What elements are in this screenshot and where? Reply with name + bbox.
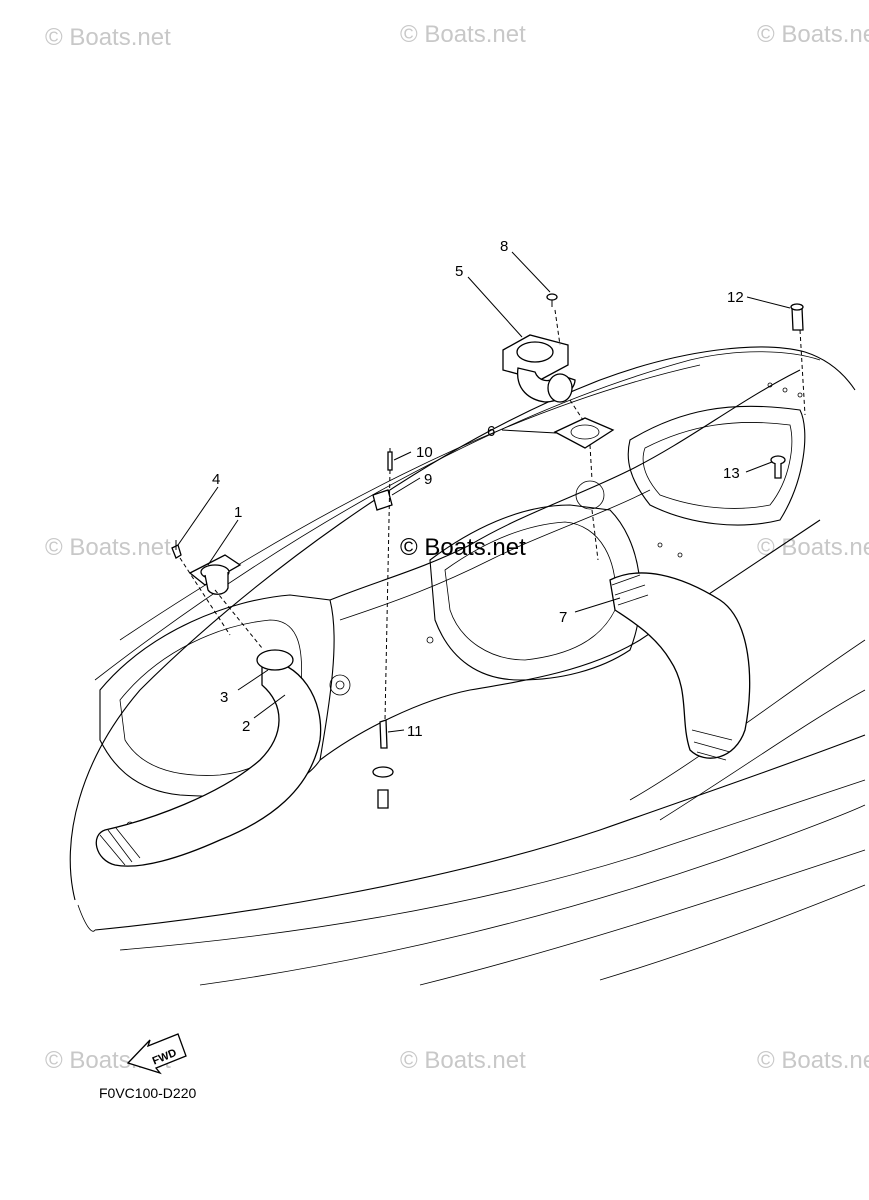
callout-6: 6 [487,423,495,440]
watermarks: © Boats.net © Boats.net © Boats.net © Bo… [45,21,869,1074]
callout-12: 12 [727,289,744,306]
callout-11: 11 [407,723,423,740]
part-6-gasket [553,417,615,449]
hull [69,346,866,986]
callout-13: 13 [723,465,740,482]
part-1-flange [188,554,242,595]
assembly-lines [179,309,806,721]
part-7-duct [609,572,751,761]
part-4-rivet [171,540,182,559]
part-5-elbow [502,334,576,403]
callout-3: 3 [220,689,228,706]
callout-10: 10 [416,444,433,461]
part-10-pin [387,448,393,471]
part-8-screw [546,293,558,307]
deck-frame [99,369,821,839]
watermark-bottom-center: © Boats.net [400,1047,526,1074]
watermark-top-right: © Boats.net [757,21,869,48]
callout-8: 8 [500,238,508,255]
part-13-clip [770,455,786,479]
callouts: 8 5 12 6 10 9 4 1 3 2 7 11 13 [212,238,744,740]
watermark-bottom-right: © Boats.net [757,1047,869,1074]
callout-5: 5 [455,263,463,280]
watermark-mid-left: © Boats.net [45,534,171,561]
watermark-mid-right: © Boats.net [757,534,869,561]
callout-9: 9 [424,471,432,488]
part-11-valve [372,719,394,809]
callout-7: 7 [559,609,567,626]
part-12-bolt [790,303,804,331]
callout-4: 4 [212,471,220,488]
drawing-code: F0VC100-D220 [99,1085,197,1101]
leader-lines [177,251,791,733]
callout-2: 2 [242,718,250,735]
part-2-pipe [95,649,322,867]
watermark-top-center: © Boats.net [400,21,526,48]
part-9-block [372,489,393,511]
watermark-top-left: © Boats.net [45,24,171,51]
fwd-arrow-icon: FWD [126,1033,187,1075]
callout-1: 1 [234,504,242,521]
